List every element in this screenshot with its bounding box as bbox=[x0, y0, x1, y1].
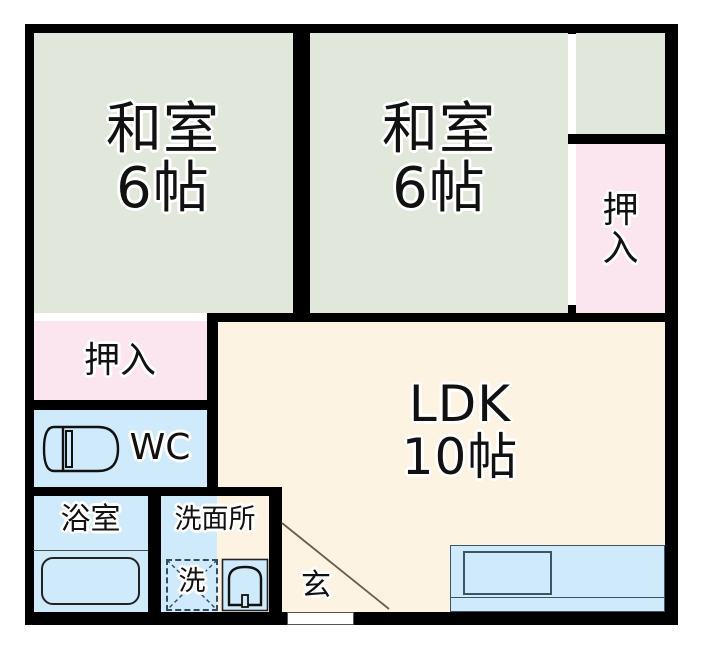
room-washitsu-right[interactable] bbox=[310, 32, 568, 313]
label-genkan: 玄 bbox=[301, 568, 331, 603]
label-closet-right: 押入 bbox=[602, 190, 639, 270]
wall-ldk-top bbox=[207, 313, 678, 322]
entrance-door[interactable] bbox=[287, 612, 354, 625]
wall-alcove-closet-divider bbox=[568, 134, 678, 144]
label-closet-left: 押入 bbox=[83, 340, 156, 381]
kitchen-sink[interactable] bbox=[463, 551, 552, 595]
label-washing-machine: 洗 bbox=[178, 566, 206, 597]
room-alcove[interactable] bbox=[576, 32, 665, 134]
wall-left-washitsu-bottom-a bbox=[25, 313, 34, 321]
kitchen-counter-edge bbox=[450, 597, 665, 598]
wall-wc-bath-divider bbox=[25, 487, 218, 496]
label-washroom: 洗面所 bbox=[174, 504, 256, 535]
wall-exterior-left bbox=[25, 24, 34, 625]
wall-exterior-right bbox=[665, 24, 678, 625]
room-closet-right[interactable] bbox=[576, 144, 665, 313]
room-closet-left[interactable] bbox=[33, 321, 207, 400]
label-bath: 浴室 bbox=[60, 502, 121, 537]
label-wc: WC bbox=[129, 427, 191, 468]
sliding-door-closet-right[interactable] bbox=[568, 144, 576, 305]
room-washitsu-left[interactable] bbox=[33, 32, 293, 313]
vanity-sink-icon bbox=[221, 558, 269, 612]
sliding-door-washitsu-right[interactable] bbox=[568, 34, 576, 134]
bath-floor-divider bbox=[33, 550, 148, 551]
wall-washitsu-right-edge-upper bbox=[568, 24, 576, 34]
wall-exterior-top bbox=[25, 24, 678, 33]
sliding-door-closet-left[interactable] bbox=[34, 313, 207, 321]
wall-closet-wc-divider bbox=[25, 400, 218, 410]
wall-between-washitsu bbox=[293, 24, 310, 321]
wall-bath-washroom-divider bbox=[148, 487, 161, 612]
toilet-icon bbox=[42, 425, 120, 473]
bathtub-icon bbox=[41, 557, 140, 605]
wall-genkan-corner bbox=[207, 487, 282, 496]
wall-washroom-right bbox=[269, 487, 282, 612]
entrance-step-icon bbox=[281, 522, 390, 610]
washing-machine-space bbox=[166, 559, 218, 611]
washing-machine-cross-icon bbox=[166, 559, 218, 611]
